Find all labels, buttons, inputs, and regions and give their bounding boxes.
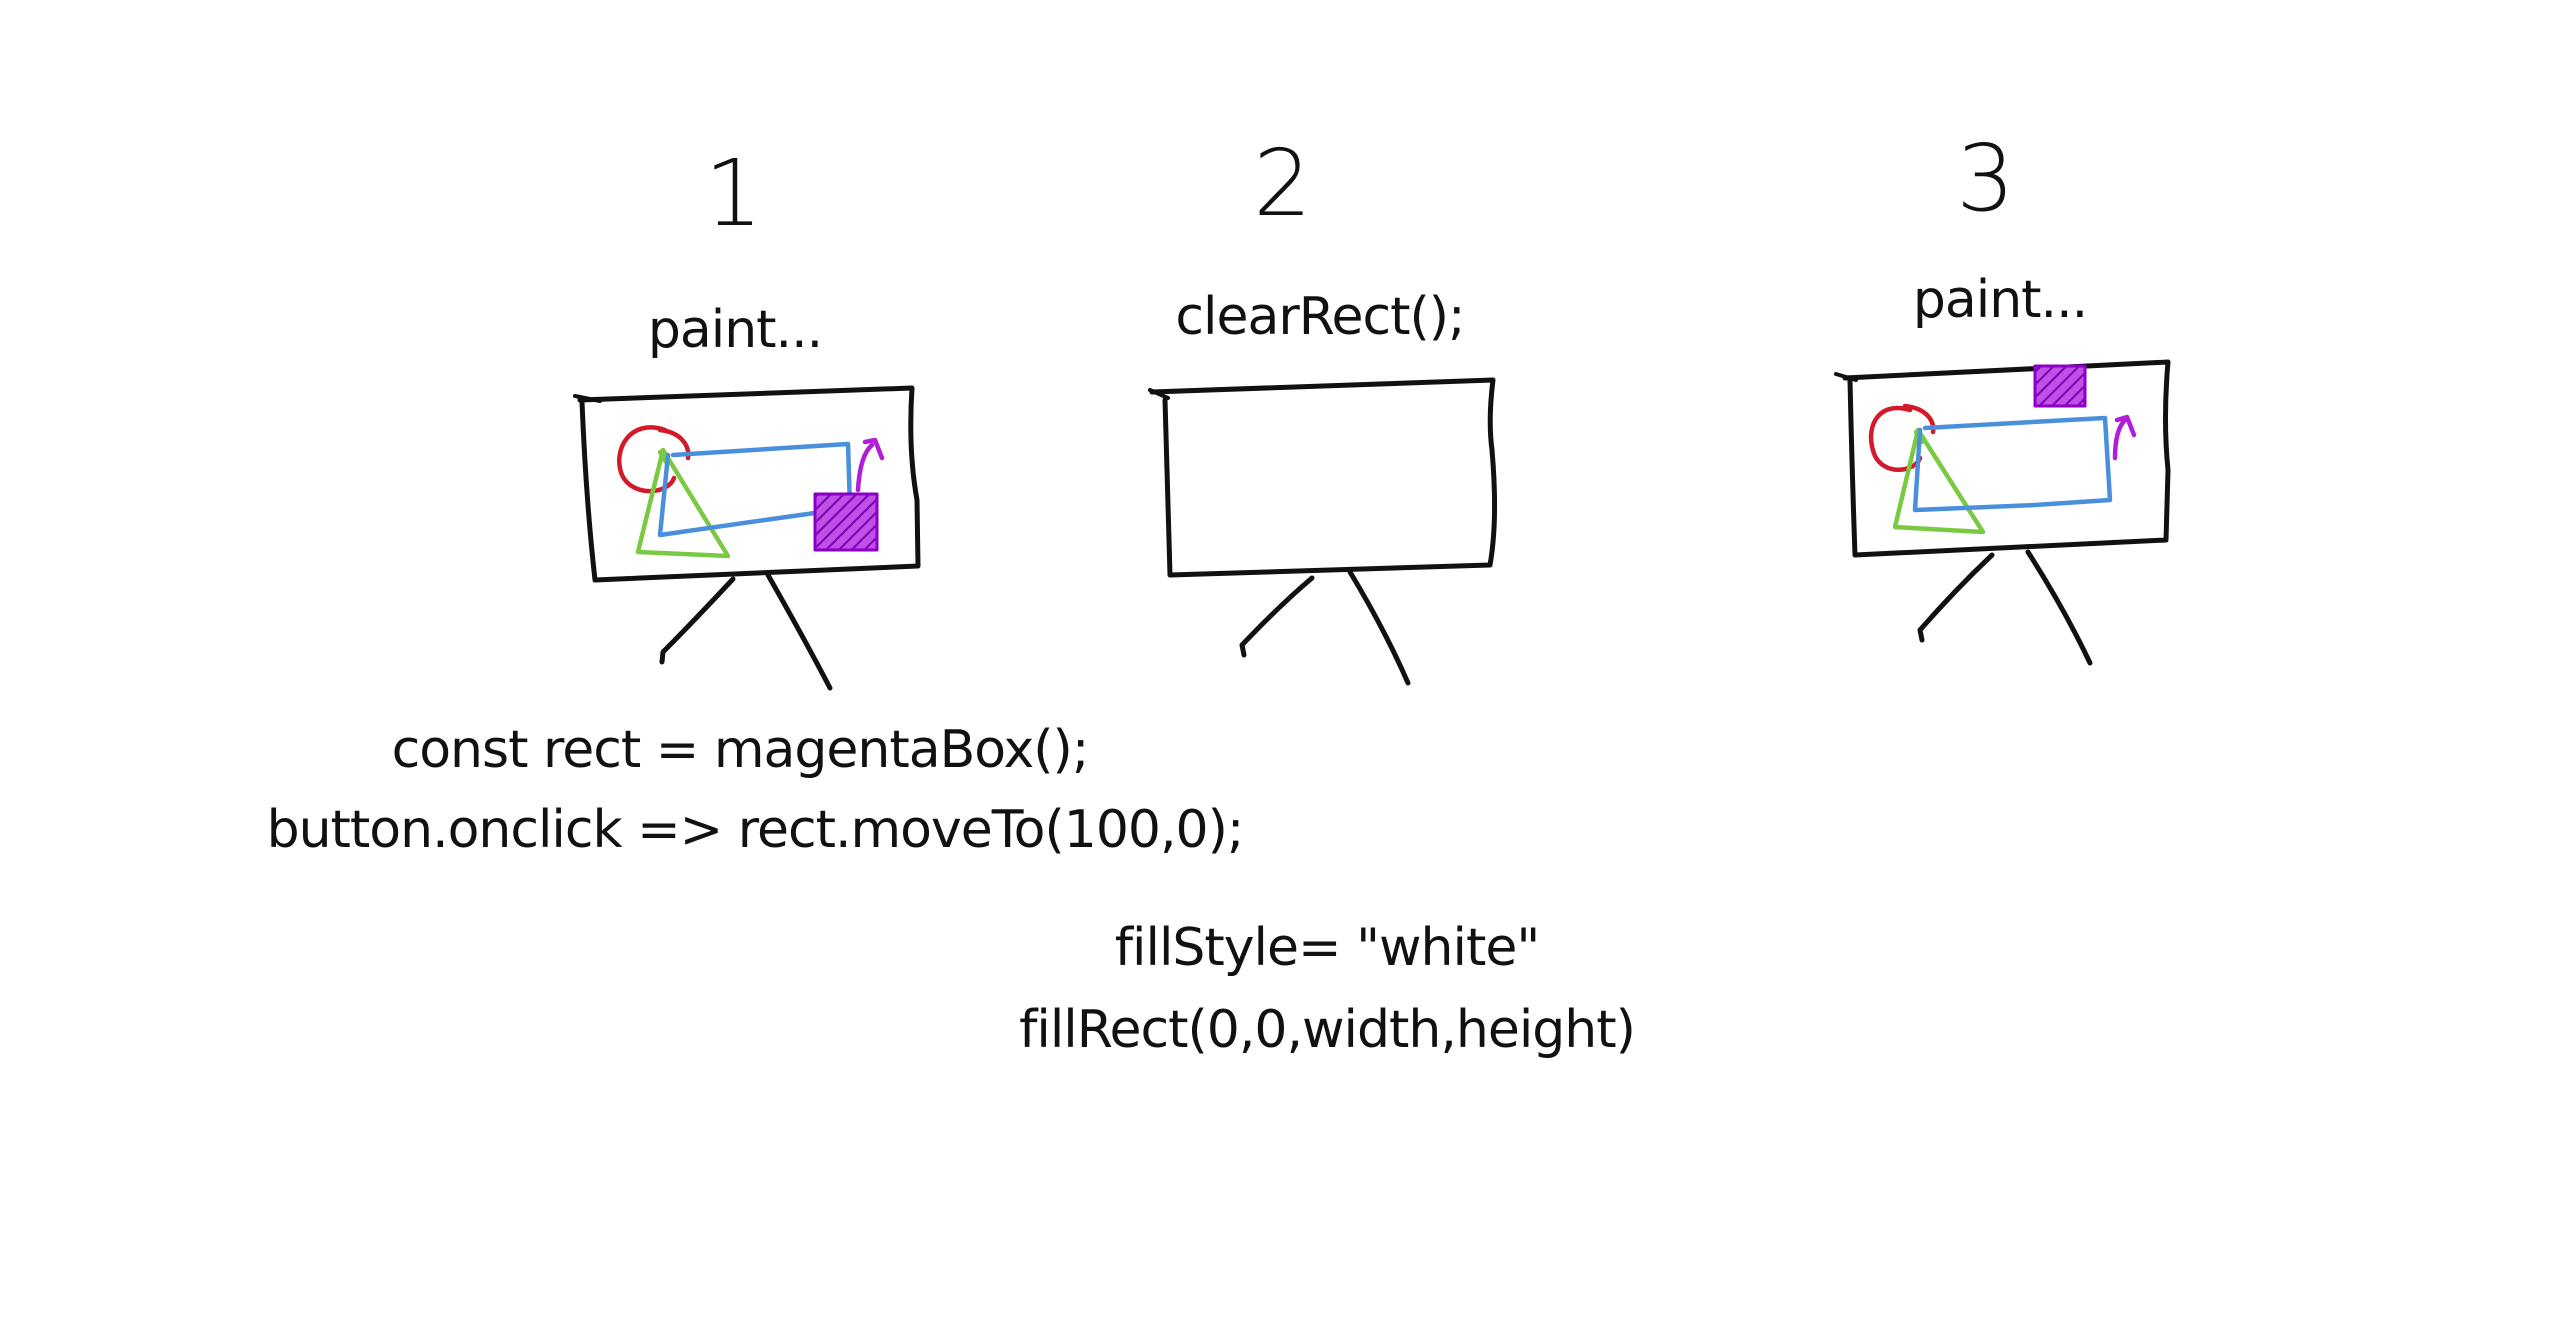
step-1-caption: paint... xyxy=(647,300,823,360)
easel-1 xyxy=(573,385,921,691)
easel-1-top-edge xyxy=(573,394,602,403)
code-block-2-line-2: fillRect(0,0,width,height) xyxy=(1019,1000,1636,1060)
easel-1-blue-rectangle xyxy=(657,441,853,538)
easel-2-left-leg xyxy=(1239,575,1315,658)
easel-2-board xyxy=(1149,377,1498,578)
code-block-1-line-2: button.onclick => rect.moveTo(100,0); xyxy=(266,800,1245,860)
code-block-1-line-1: const rect = magentaBox(); xyxy=(391,720,1090,780)
code-block-2-line-1: fillStyle= "white" xyxy=(1114,918,1541,978)
easel-3-blue-rectangle xyxy=(1912,415,2113,513)
step-3-number: 3 xyxy=(1956,125,2015,232)
step-3-caption: paint... xyxy=(1912,270,2088,330)
easel-2-right-leg xyxy=(1347,569,1411,686)
easel-1-left-leg xyxy=(659,576,736,665)
easel-3-board xyxy=(1842,359,2171,558)
step-2-caption: clearRect(); xyxy=(1175,287,1465,347)
easel-3 xyxy=(1834,359,2171,666)
step-1-number: 1 xyxy=(704,140,763,247)
easel-3-top-edge xyxy=(1834,372,1858,382)
easel-3-left-leg xyxy=(1917,552,1995,643)
easel-1-green-triangle xyxy=(635,447,731,559)
easel-2-top-edge xyxy=(1148,388,1170,400)
easel-3-magenta-box xyxy=(2033,364,2087,408)
easel-3-right-leg xyxy=(2025,549,2093,666)
step-2-number: 2 xyxy=(1253,130,1312,237)
easel-1-board xyxy=(577,385,921,583)
easel-2 xyxy=(1148,377,1498,686)
easel-3-green-triangle xyxy=(1892,427,1986,535)
easel-1-magenta-box xyxy=(813,492,879,552)
easel-1-move-arrow xyxy=(855,437,885,493)
easel-1-right-leg xyxy=(765,572,833,691)
easel-3-move-arrow xyxy=(2112,414,2137,461)
